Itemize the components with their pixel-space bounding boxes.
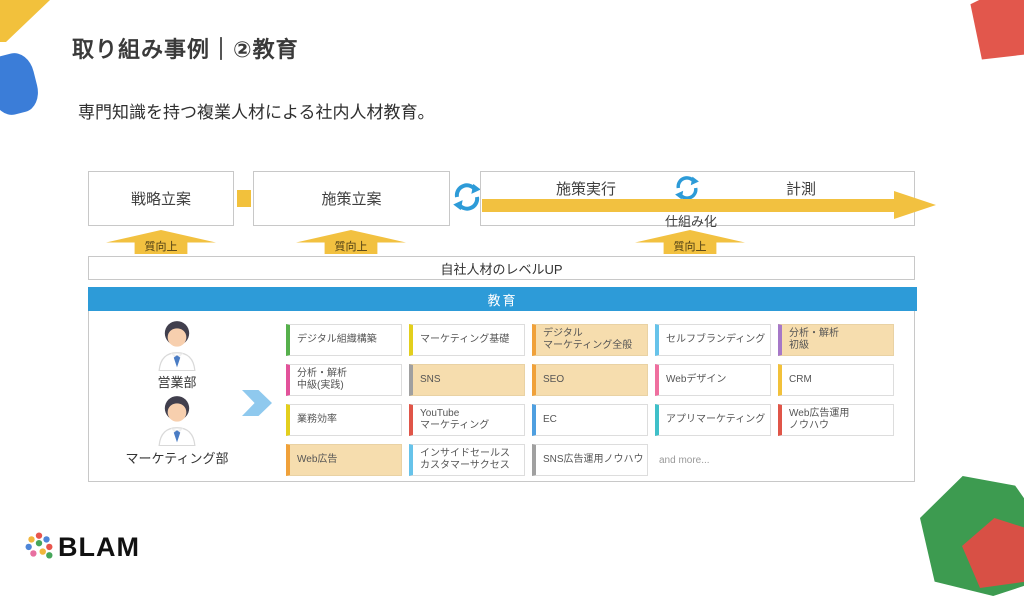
logo-dots-icon: [24, 530, 54, 565]
skill-tag: アプリマーケティング: [655, 404, 771, 436]
levelup-bar: 自社人材のレベルUP: [88, 256, 915, 280]
flow-arrow: [482, 199, 894, 212]
levelup-label: 自社人材のレベルUP: [440, 261, 563, 277]
flow-step-measure-label: 計測: [785, 181, 816, 198]
flow-arrow-head-icon: [894, 191, 936, 219]
corner-shape-blue: [0, 49, 43, 119]
skill-tag: EC: [532, 404, 648, 436]
flow-execute-measure-box: 施策実行 計測 仕組み化: [480, 171, 936, 229]
skill-tag: SEO: [532, 364, 648, 396]
skill-tag: 分析・解析 中級(実践): [286, 364, 402, 396]
quality-up-label: 質向上: [144, 241, 178, 253]
skill-tag: セルフブランディング: [655, 324, 771, 356]
skill-tag: CRM: [778, 364, 894, 396]
person-avatar: [151, 315, 203, 372]
page-subtitle: 専門知識を持つ複業人材による社内人材教育。: [78, 103, 435, 122]
department-label-sales: 営業部: [157, 375, 197, 390]
right-arrow-icon: [242, 390, 272, 416]
quality-up-label: 質向上: [673, 241, 707, 253]
education-header: 教育: [88, 287, 917, 311]
skill-tag: デジタル組織構築: [286, 324, 402, 356]
page-title: 取り組み事例｜②教育: [72, 37, 299, 62]
sync-icon: [674, 175, 700, 201]
education-panel: 教育 営業部 マーケティング部 デジタル組織構築マーケティング基礎デジタル マー…: [88, 287, 917, 482]
skill-tag: インサイドセールス カスタマーサクセス: [409, 444, 525, 476]
skill-tag: マーケティング基礎: [409, 324, 525, 356]
skill-tag: YouTube マーケティング: [409, 404, 525, 436]
quality-up-arrow: 質向上: [635, 230, 745, 254]
flow-step-strategy: 戦略立案: [88, 171, 234, 226]
skill-tag: 業務効率: [286, 404, 402, 436]
quality-up-label: 質向上: [334, 241, 368, 253]
skill-tag: SNS: [409, 364, 525, 396]
skill-tag: 分析・解析 初級: [778, 324, 894, 356]
corner-shape-red-top: [963, 0, 1024, 66]
skill-grid: デジタル組織構築マーケティング基礎デジタル マーケティング全般セルフブランディン…: [286, 324, 894, 476]
person-avatar: [151, 390, 203, 447]
skill-tag: Webデザイン: [655, 364, 771, 396]
quality-up-arrow: 質向上: [296, 230, 406, 254]
education-label: 教育: [487, 292, 518, 308]
skill-tag: SNS広告運用ノウハウ: [532, 444, 648, 476]
flow-step-planning: 施策立案: [253, 171, 450, 226]
systemize-label: 仕組み化: [664, 214, 717, 229]
flow-step-execute-label: 施策実行: [555, 181, 616, 198]
quality-up-arrow: 質向上: [106, 230, 216, 254]
flow-step-planning-label: 施策立案: [321, 191, 382, 208]
more-label: and more...: [659, 454, 710, 466]
logo-text: BLAM: [58, 532, 140, 562]
skill-tag: Web広告運用 ノウハウ: [778, 404, 894, 436]
corner-shape-yellow: [0, 0, 50, 42]
blam-logo: BLAM: [24, 530, 140, 565]
skill-tag: デジタル マーケティング全般: [532, 324, 648, 356]
department-label-marketing: マーケティング部: [125, 451, 229, 466]
skill-tag: Web広告: [286, 444, 402, 476]
flow-step-strategy-label: 戦略立案: [130, 191, 191, 208]
sync-icon: [452, 182, 482, 212]
flow-connector: [237, 190, 251, 207]
